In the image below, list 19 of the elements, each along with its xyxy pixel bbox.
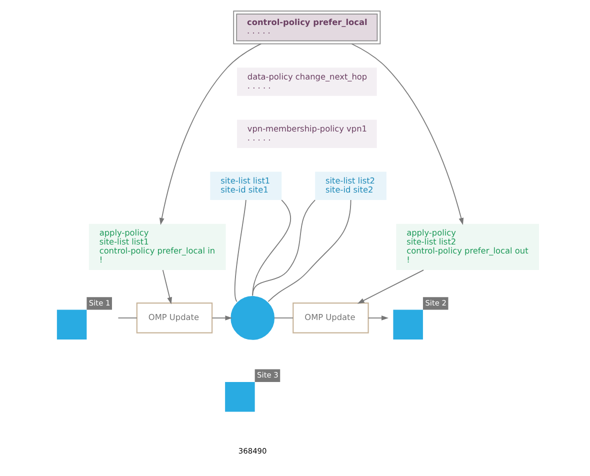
node-box: site-list list2 site-id site2 <box>315 172 386 200</box>
node-box: apply-policy site-list list2 control-policy prefer_local out ! <box>396 224 540 270</box>
connector <box>234 200 246 302</box>
node-circle <box>230 296 275 340</box>
arrow <box>357 270 424 304</box>
arrow <box>368 316 389 320</box>
arrow <box>162 270 172 304</box>
connector <box>252 200 291 296</box>
arrow <box>212 316 232 320</box>
node-box: control-policy prefer_local . . . . . <box>233 10 381 44</box>
node-box: OMP Update <box>292 302 369 334</box>
arrow <box>159 43 262 225</box>
connector <box>252 200 316 296</box>
connector <box>268 200 352 302</box>
node-box: apply-policy site-list list1 control-policy prefer_local in ! <box>88 224 226 270</box>
arrow <box>351 43 464 225</box>
node-box: OMP Update <box>136 302 213 334</box>
node-box: site-list list1 site-id site1 <box>210 172 282 200</box>
label: 368490 <box>238 446 267 456</box>
